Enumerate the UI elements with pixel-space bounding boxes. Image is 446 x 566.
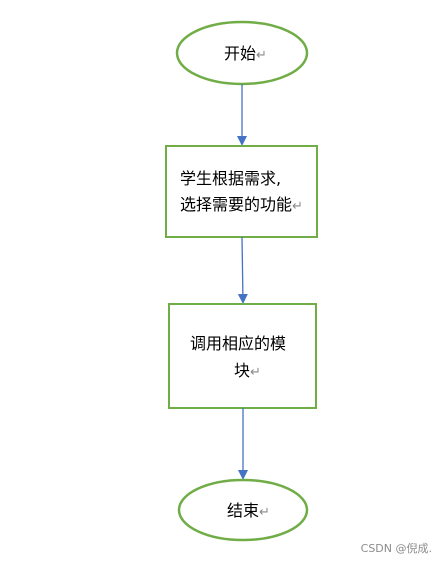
- process-node-call-module: [168, 303, 317, 409]
- start-node-label: 开始↵: [224, 44, 267, 63]
- arrow-step1-to-step2: [237, 236, 248, 304]
- watermark: CSDN @倪成.: [360, 542, 432, 555]
- process-node-choose-function-line2: 选择需要的功能↵: [180, 195, 303, 214]
- process-node-call-module-line2: 块↵: [234, 361, 261, 380]
- end-node: [177, 478, 309, 542]
- process-node-choose-function: [165, 145, 318, 238]
- process-node-choose-function-line1: 学生根据需求,: [180, 169, 281, 188]
- end-node-label: 结束↵: [227, 501, 270, 520]
- process-node-call-module-line1: 调用相应的模: [190, 334, 286, 353]
